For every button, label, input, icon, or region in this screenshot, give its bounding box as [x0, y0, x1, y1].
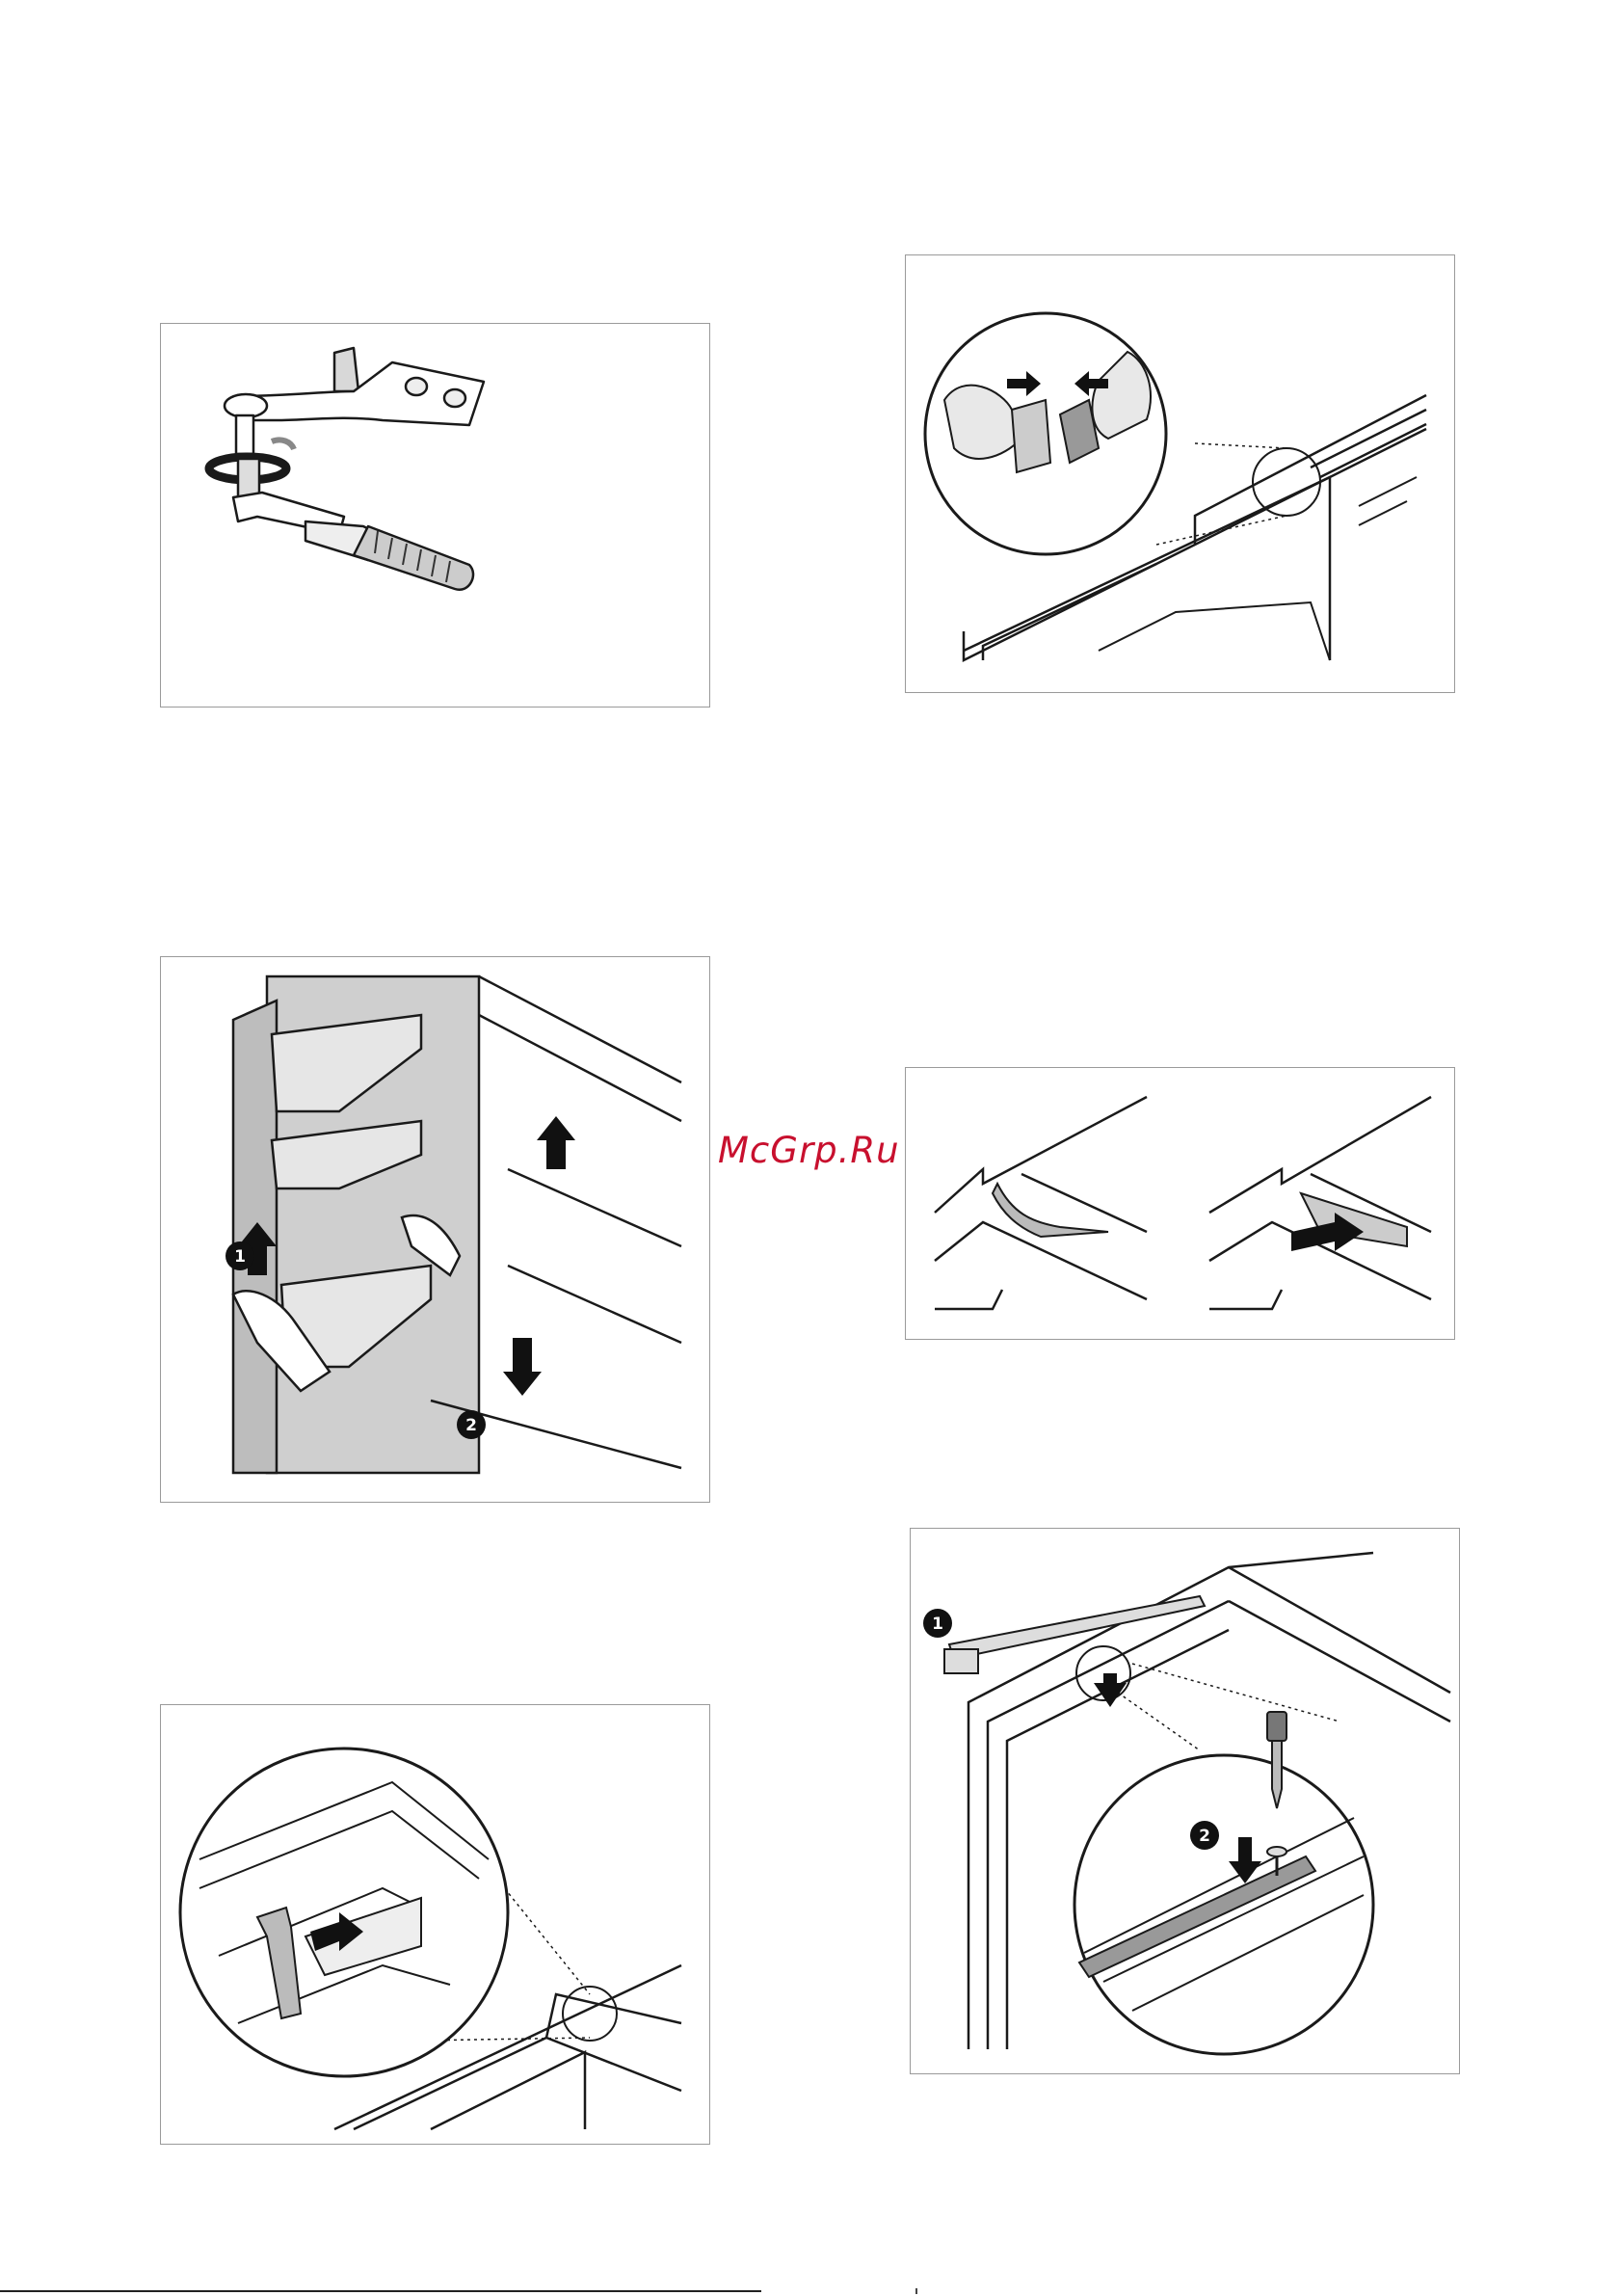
lower-hinge-illustration [160, 1704, 710, 2145]
hinge-cover-illustration [905, 1067, 1455, 1340]
hinge-pin-illustration [160, 323, 710, 707]
footer-tick [915, 2288, 917, 2294]
step1-badge: 1 [234, 1247, 246, 1267]
connector-illustration [905, 254, 1455, 693]
top-trim-illustration: 1 2 [910, 1528, 1460, 2074]
connector-icon [906, 255, 1454, 692]
trim-step1-badge: 1 [932, 1615, 943, 1634]
footer-rule [0, 2290, 761, 2292]
trim-step2-badge: 2 [1199, 1827, 1210, 1846]
door-removal-illustration: 1 2 [160, 956, 710, 1503]
wrench-hinge-icon [161, 324, 709, 707]
step2-badge: 2 [465, 1416, 477, 1435]
lower-hinge-icon [161, 1705, 709, 2144]
watermark: McGrp.Ru [718, 1130, 900, 1171]
hinge-cover-icon [906, 1068, 1454, 1339]
